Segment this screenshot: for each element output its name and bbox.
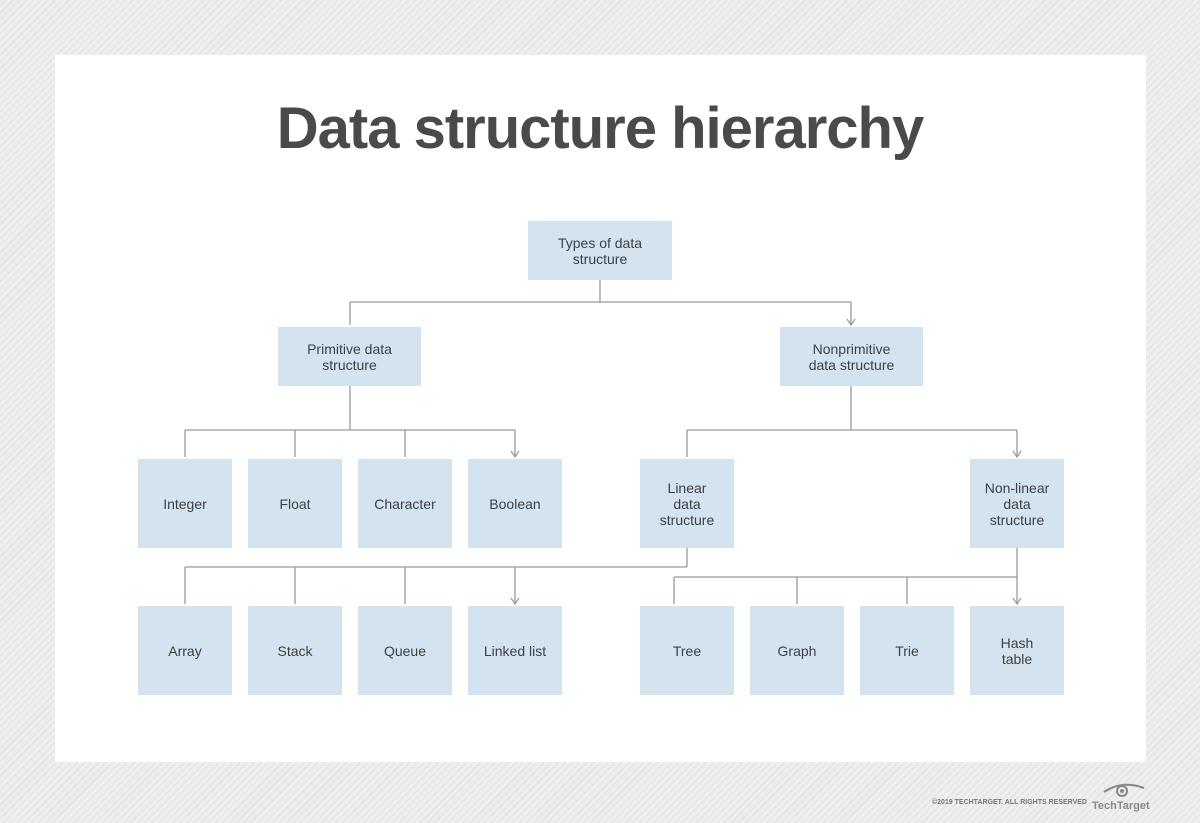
node-nonprimitive: Nonprimitive data structure [780, 327, 923, 386]
node-stack: Stack [248, 606, 342, 695]
page-title: Data structure hierarchy [276, 96, 924, 161]
node-boolean: Boolean [468, 459, 562, 548]
node-root: Types of data structure [528, 221, 672, 280]
node-primitive: Primitive data structure [278, 327, 421, 386]
node-float: Float [248, 459, 342, 548]
node-trie: Trie [860, 606, 954, 695]
eye-icon [1103, 783, 1145, 797]
node-nonlinear: Non-linear data structure [970, 459, 1064, 548]
node-array: Array [138, 606, 232, 695]
node-hash-table: Hash table [970, 606, 1064, 695]
node-linear: Linear data structure [640, 459, 734, 548]
node-queue: Queue [358, 606, 452, 695]
node-integer: Integer [138, 459, 232, 548]
node-graph: Graph [750, 606, 844, 695]
diagram-panel [55, 55, 1146, 762]
techtarget-logo: TechTarget [1092, 782, 1150, 812]
copyright: ©2019 TECHTARGET. ALL RIGHTS RESERVED [931, 799, 1087, 806]
node-tree: Tree [640, 606, 734, 695]
node-character: Character [358, 459, 452, 548]
node-linked-list: Linked list [468, 606, 562, 695]
